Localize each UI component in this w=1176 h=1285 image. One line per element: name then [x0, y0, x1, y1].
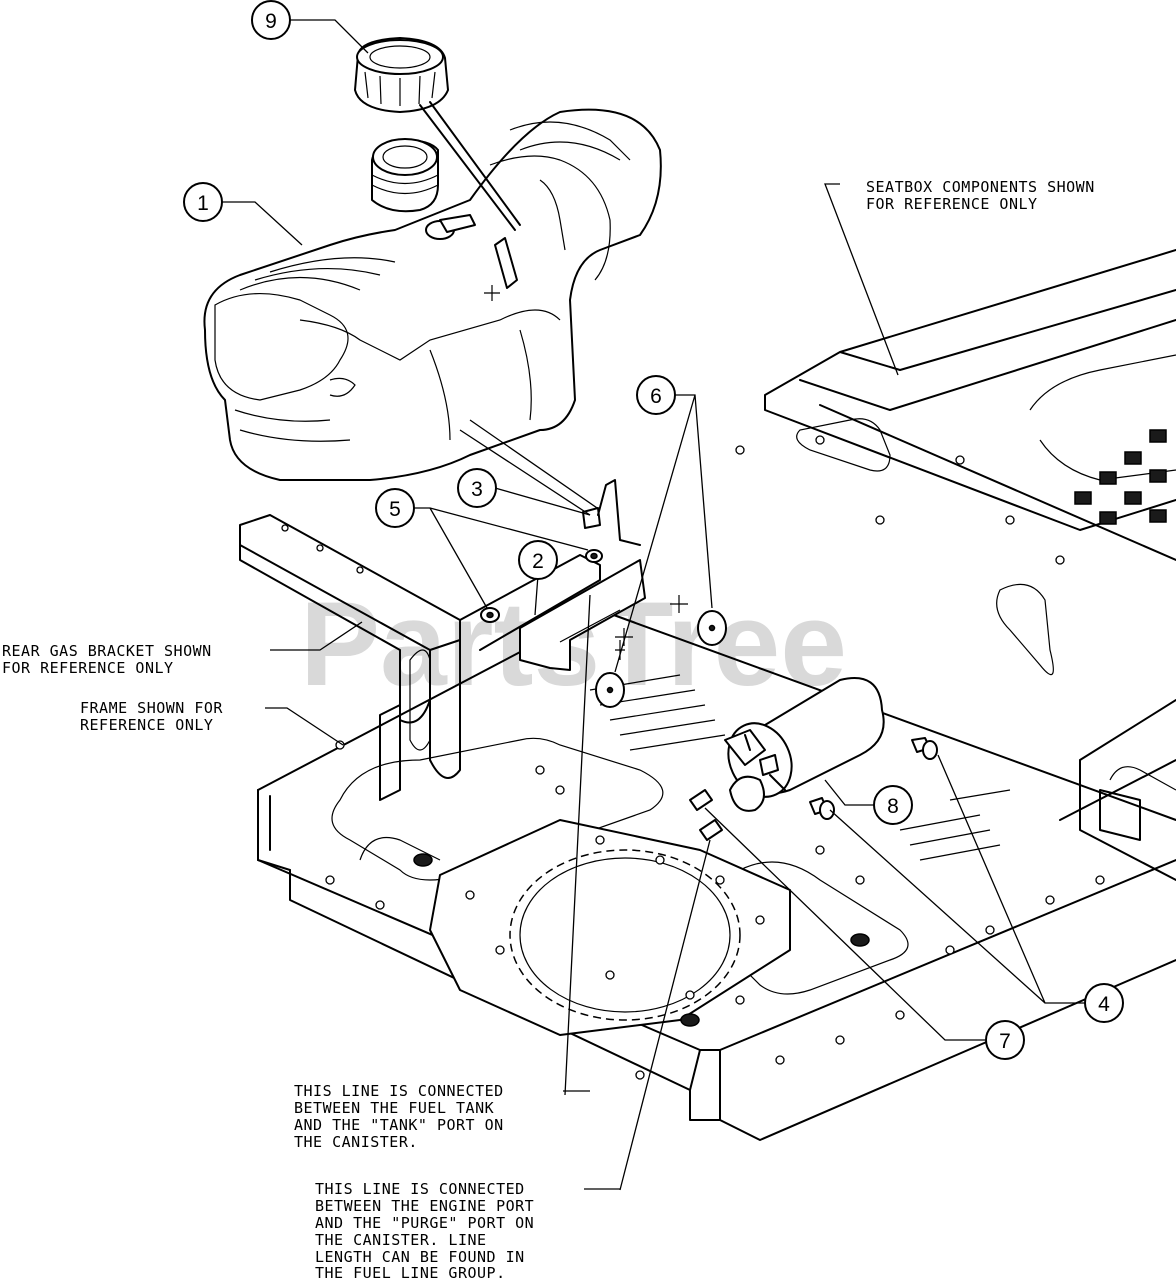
callout-5: 5: [375, 488, 415, 528]
callout-3-label: 3: [471, 478, 483, 501]
callout-8-label: 8: [887, 795, 899, 818]
callout-7-label: 7: [999, 1030, 1011, 1053]
callout-9-label: 9: [265, 10, 277, 33]
callout-4: 4: [1084, 983, 1124, 1023]
part-6-washers: [595, 595, 727, 708]
callout-7: 7: [985, 1020, 1025, 1060]
note-rear-bracket-line-2: FOR REFERENCE ONLY: [2, 659, 174, 677]
note-rear-bracket-line-1: REAR GAS BRACKET SHOWN: [2, 642, 212, 660]
note-seatbox-line-1: SEATBOX COMPONENTS SHOWN: [866, 178, 1095, 196]
part-3-fitting: [582, 479, 641, 546]
leader-lines: [222, 19, 1085, 1041]
note-seatbox: SEATBOX COMPONENTS SHOWN FOR REFERENCE O…: [866, 178, 1095, 213]
part-5-nuts: [480, 549, 603, 623]
note-tank-line-3: AND THE "TANK" PORT ON: [294, 1116, 504, 1134]
note-tank-line-2: BETWEEN THE FUEL TANK: [294, 1099, 494, 1117]
note-rear-bracket: REAR GAS BRACKET SHOWN FOR REFERENCE ONL…: [2, 642, 212, 677]
note-frame-line-2: REFERENCE ONLY: [80, 716, 213, 734]
part-7-fittings: [689, 789, 723, 841]
seatbox-components: [764, 249, 1176, 881]
callout-1-label: 1: [197, 192, 209, 215]
note-frame: FRAME SHOWN FOR REFERENCE ONLY: [80, 699, 223, 734]
note-frame-line-1: FRAME SHOWN FOR: [80, 699, 223, 717]
part-9-fuel-cap: [354, 37, 521, 231]
note-tank-line-4: THE CANISTER.: [294, 1133, 418, 1151]
note-purge-line: THIS LINE IS CONNECTED BETWEEN THE ENGIN…: [315, 1180, 620, 1282]
note-purge-line-4: THE CANISTER. LINE: [315, 1231, 487, 1249]
callout-3: 3: [457, 468, 497, 508]
callout-6: 6: [636, 375, 676, 415]
callout-5-label: 5: [389, 498, 401, 521]
callout-4-label: 4: [1098, 993, 1110, 1016]
note-purge-line-1: THIS LINE IS CONNECTED: [315, 1180, 525, 1198]
note-purge-line-5: LENGTH CAN BE FOUND IN: [315, 1248, 525, 1266]
callout-9: 9: [251, 0, 291, 40]
note-purge-line-2: BETWEEN THE ENGINE PORT: [315, 1197, 534, 1215]
callout-1: 1: [183, 182, 223, 222]
part-1-fuel-tank: [203, 108, 662, 481]
frame: [257, 435, 1176, 1141]
callout-6-label: 6: [650, 385, 662, 408]
part-8-canister: [724, 677, 885, 812]
note-purge-line-3: AND THE "PURGE" PORT ON: [315, 1214, 534, 1232]
callout-8: 8: [873, 785, 913, 825]
part-4-screws: [809, 737, 938, 820]
callout-2-label: 2: [532, 550, 544, 573]
note-seatbox-line-2: FOR REFERENCE ONLY: [866, 195, 1038, 213]
note-tank-line-1: THIS LINE IS CONNECTED: [294, 1082, 504, 1100]
callout-2: 2: [518, 540, 558, 580]
note-purge-line-6: THE FUEL LINE GROUP.: [315, 1264, 506, 1280]
note-tank-line: THIS LINE IS CONNECTED BETWEEN THE FUEL …: [294, 1082, 590, 1151]
